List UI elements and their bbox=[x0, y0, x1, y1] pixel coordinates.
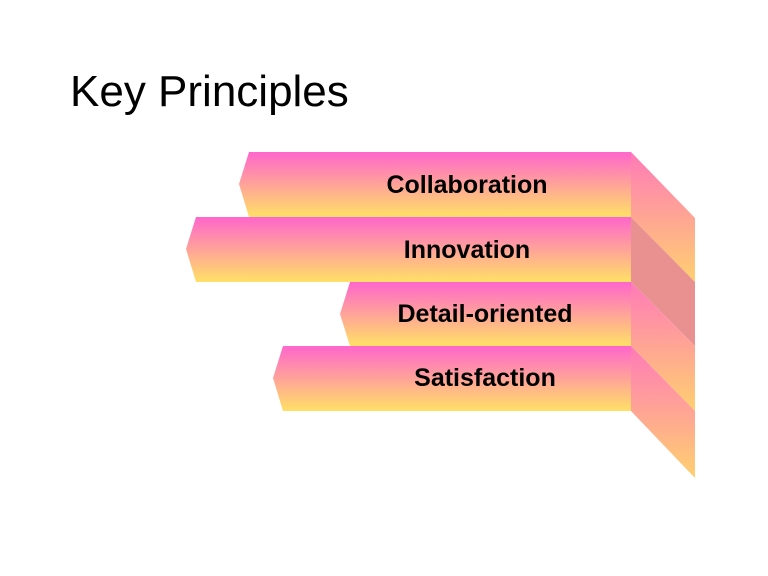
ribbon-shape bbox=[340, 282, 631, 346]
ribbon-shape bbox=[186, 217, 631, 282]
ribbon-detail-oriented: Detail-oriented bbox=[340, 282, 631, 346]
fold-segment-4 bbox=[631, 346, 695, 478]
slide-title: Key Principles bbox=[70, 67, 349, 116]
ribbon-shape bbox=[239, 152, 631, 217]
fold-segment-2 bbox=[631, 217, 695, 346]
ribbon-satisfaction: Satisfaction bbox=[273, 346, 631, 411]
fold-segment-1 bbox=[631, 152, 695, 282]
ribbon-label: Satisfaction bbox=[414, 364, 556, 392]
ribbon-innovation: Innovation bbox=[186, 217, 631, 282]
ribbon-label: Detail-oriented bbox=[397, 300, 572, 328]
ribbon-label: Collaboration bbox=[386, 171, 547, 199]
ribbon-collaboration: Collaboration bbox=[239, 152, 631, 217]
ribbon-label: Innovation bbox=[404, 236, 530, 264]
fold-segment-3 bbox=[631, 282, 695, 411]
ribbon-shape bbox=[273, 346, 631, 411]
